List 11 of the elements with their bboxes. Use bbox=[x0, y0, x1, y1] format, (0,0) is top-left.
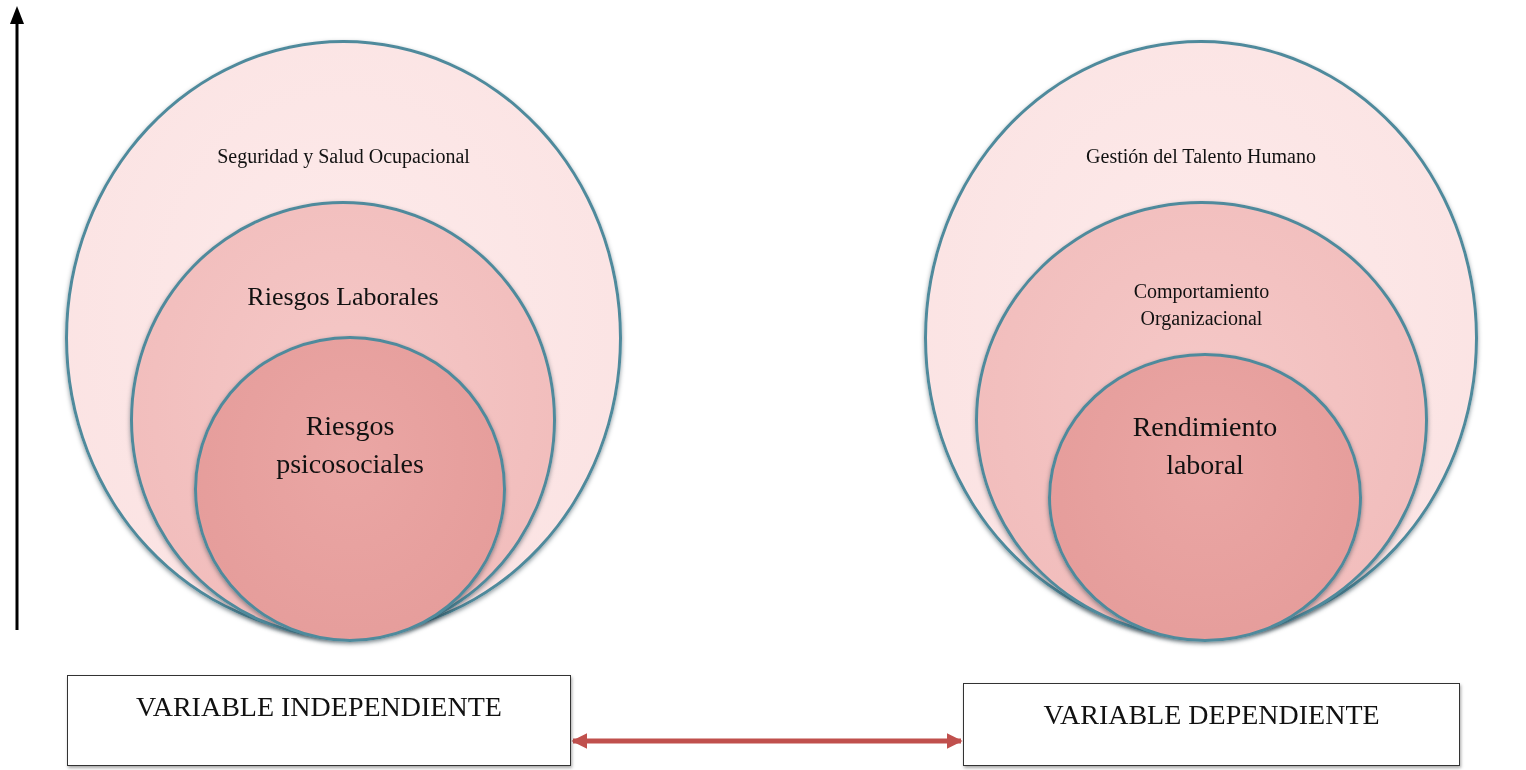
node-label: Gestión del Talento Humano bbox=[1085, 144, 1317, 169]
node-label: Rendimiento laboral bbox=[1131, 410, 1279, 482]
node-label: Seguridad y Salud Ocupacional bbox=[216, 144, 471, 170]
double-arrow bbox=[571, 733, 963, 749]
node-label: Riesgos psicosociales bbox=[275, 409, 425, 481]
node-label: Riesgos Laborales bbox=[246, 281, 440, 313]
label-box bbox=[963, 683, 1460, 766]
node-label: Comportamiento Organizacional bbox=[1132, 279, 1271, 332]
node-label: VARIABLE INDEPENDIENTE bbox=[135, 690, 503, 724]
label-box bbox=[67, 675, 571, 766]
node-label: VARIABLE DEPENDIENTE bbox=[1042, 698, 1381, 732]
